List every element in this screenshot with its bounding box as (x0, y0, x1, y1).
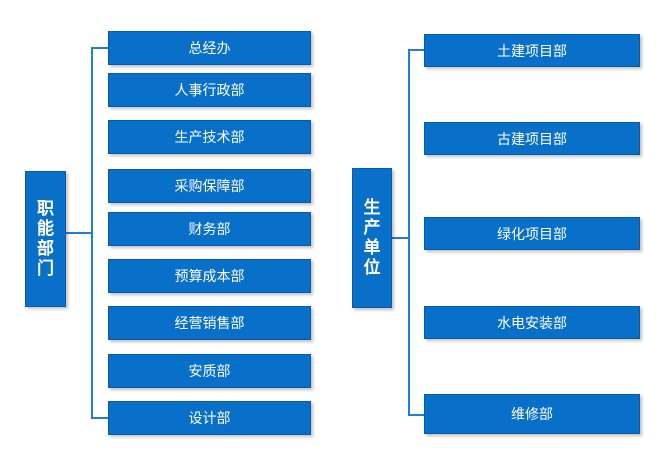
title-char: 门 (37, 259, 54, 279)
right-connector-stem (392, 237, 410, 239)
title-char: 职 (37, 199, 54, 219)
dept-box-production-tech: 生产技术部 (108, 120, 311, 154)
functional-departments-box: 职 能 部 门 (25, 171, 66, 307)
dept-box-procurement: 采购保障部 (108, 169, 311, 203)
production-units-box: 生 产 单 位 (352, 168, 392, 308)
right-branch (408, 49, 425, 51)
dept-box-hr-admin: 人事行政部 (108, 73, 311, 107)
dept-box-general-office: 总经办 (108, 31, 311, 65)
title-char: 生 (363, 198, 381, 218)
dept-box-finance: 财务部 (108, 212, 311, 246)
dept-box-budget-cost: 预算成本部 (108, 259, 311, 293)
right-branch (408, 414, 425, 416)
unit-box-plumbing-electrical: 水电安装部 (424, 306, 640, 339)
title-char: 单 (363, 238, 381, 258)
title-char: 产 (363, 218, 381, 238)
left-branch (91, 47, 109, 49)
right-connector-spine (408, 49, 410, 416)
unit-box-civil-construction: 土建项目部 (424, 34, 640, 67)
title-char: 部 (37, 239, 54, 259)
dept-box-design: 设计部 (108, 401, 311, 435)
dept-box-safety-quality: 安质部 (108, 354, 311, 388)
dept-box-sales: 经营销售部 (108, 306, 311, 340)
title-char: 能 (37, 219, 54, 239)
left-branch (91, 417, 109, 419)
title-char: 位 (363, 258, 381, 278)
left-connector-stem (66, 232, 93, 234)
unit-box-landscaping: 绿化项目部 (424, 217, 640, 250)
unit-box-ancient-architecture: 古建项目部 (424, 122, 640, 155)
left-connector-spine (91, 47, 93, 419)
unit-box-maintenance: 维修部 (424, 394, 640, 434)
